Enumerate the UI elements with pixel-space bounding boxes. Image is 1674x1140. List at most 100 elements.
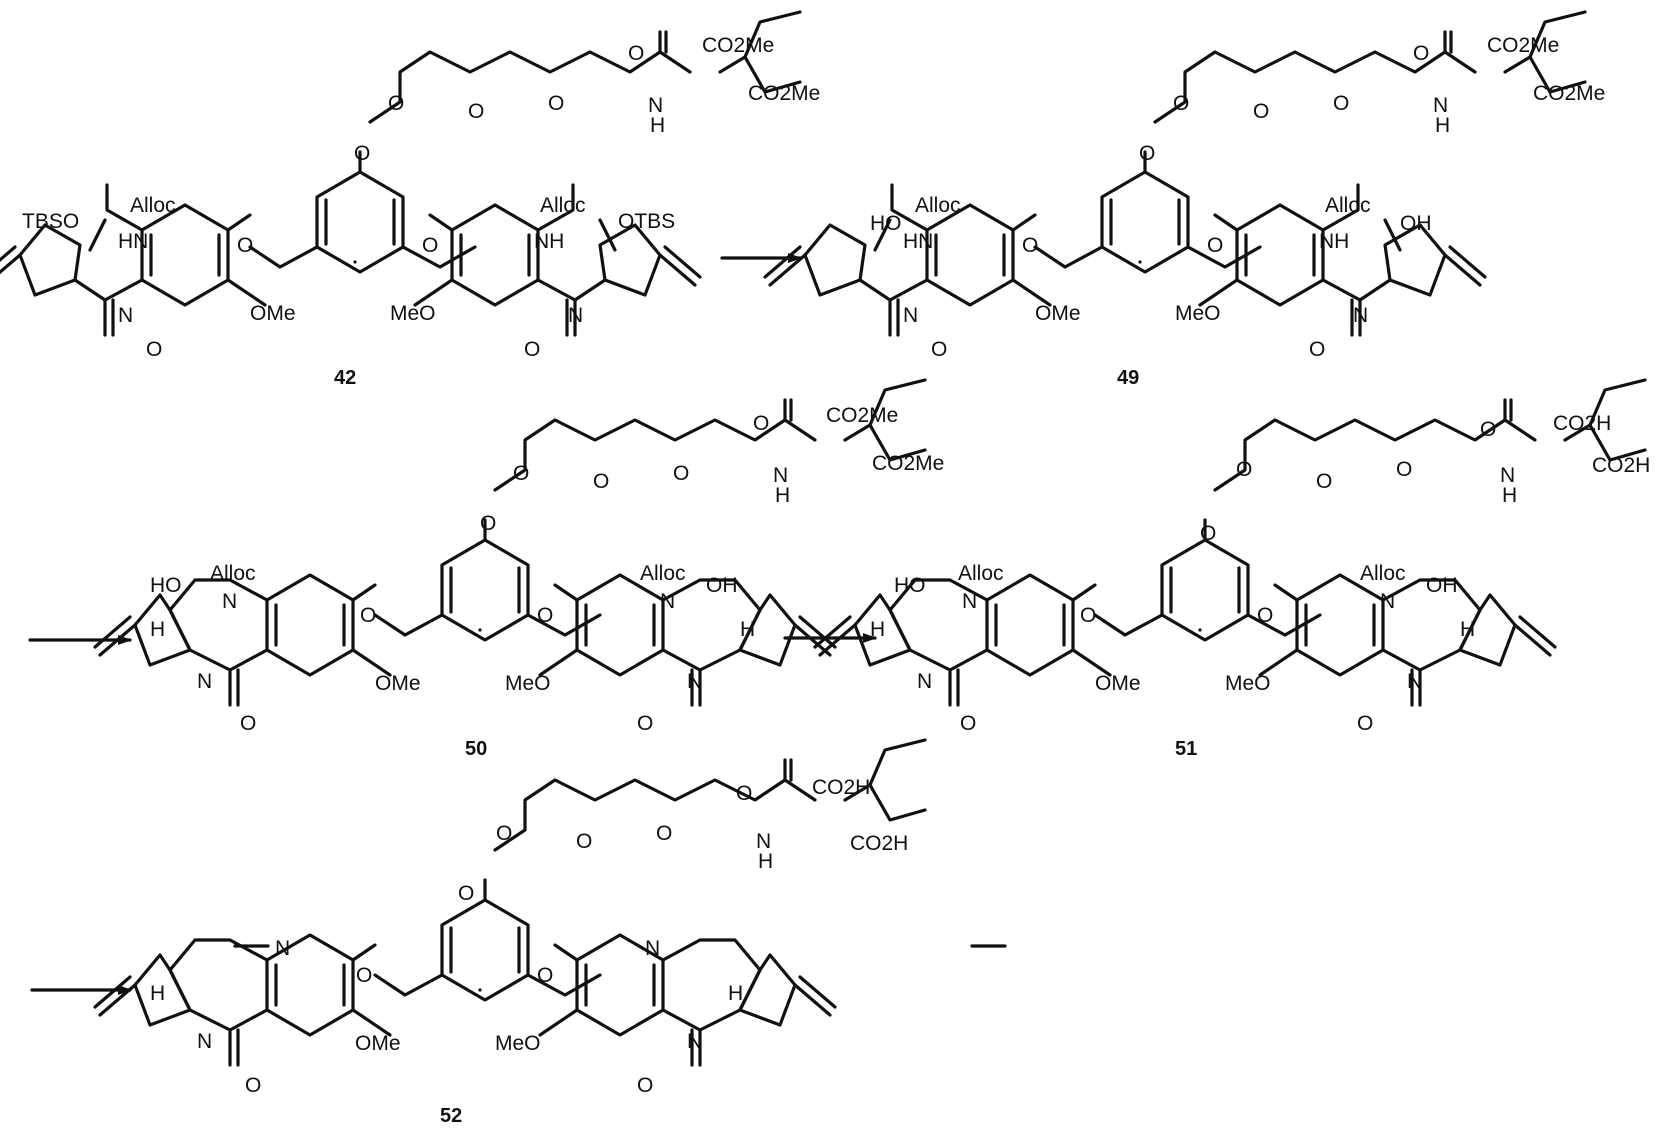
h-label: H [150,618,165,641]
meo-label: MeO [1175,302,1221,325]
compound-label-50: 50 [465,738,487,760]
h-label: H [758,850,773,873]
ome-label: OMe [355,1032,401,1055]
compound-49: O O O O O N H CO2Me CO2Me HO OH Alloc HN… [765,12,1605,389]
h-label: H [1435,114,1450,137]
o-label: O [480,512,496,535]
compound-label-42: 42 [334,367,356,389]
o-label: O [356,964,372,987]
n-label: N [1380,590,1395,613]
o-label: O [1253,100,1269,123]
ome-label: OMe [375,672,421,695]
o-label: O [354,142,370,165]
o-label: O [240,712,256,735]
h-label: H [870,618,885,641]
o-label: O [1257,604,1273,627]
o-label: O [753,412,769,435]
o-label: O [496,822,512,845]
h-label: H [728,982,743,1005]
ho-label: HO [870,212,902,235]
alloc-label: Alloc [1360,562,1406,585]
o-label: O [1173,92,1189,115]
alloc-label: Alloc [130,194,176,217]
o-label: O [593,470,609,493]
h-label: H [740,618,755,641]
co2me-label: CO2Me [702,34,774,57]
o-label: O [960,712,976,735]
o-label: O [931,338,947,361]
o-label: O [1200,522,1216,545]
meo-label: MeO [505,672,551,695]
compound-52: O O O O O N H CO2H CO2H N N H H O O OMe … [95,740,1005,1127]
h-label: H [150,982,165,1005]
o-label: O [1139,142,1155,165]
alloc-label: Alloc [958,562,1004,585]
n-label: N [568,304,583,327]
compound-label-51: 51 [1175,738,1197,760]
co2h-label: CO2H [1553,412,1611,435]
o-label: O [1333,92,1349,115]
co2me-label: CO2Me [826,404,898,427]
tbso-label: TBSO [22,210,79,233]
o-label: O [524,338,540,361]
o-label: O [628,42,644,65]
n-label: N [275,937,290,960]
o-label: O [237,234,253,257]
ho-label: HO [150,574,182,597]
o-label: O [458,882,474,905]
o-label: O [1413,42,1429,65]
co2me-label: CO2Me [748,82,820,105]
o-label: O [1080,604,1096,627]
n-label: N [687,670,702,693]
n-label: N [197,1030,212,1053]
compound-42: O O O O O N H CO2Me CO2Me TBSO OTBS Allo… [0,12,820,389]
h-label: H [1502,484,1517,507]
o-label: O [1396,458,1412,481]
o-label: O [673,462,689,485]
co2me-label: CO2Me [872,452,944,475]
meo-label: MeO [1225,672,1271,695]
co2me-label: CO2Me [1533,82,1605,105]
co2h-label: CO2H [1592,454,1650,477]
o-label: O [576,830,592,853]
meo-label: MeO [390,302,436,325]
nh-label: NH [1319,230,1349,253]
o-label: O [1207,234,1223,257]
compound-label-52: 52 [440,1105,462,1127]
n-label: N [962,590,977,613]
o-label: O [736,782,752,805]
o-label: O [1022,234,1038,257]
o-label: O [245,1074,261,1097]
alloc-label: Alloc [210,562,256,585]
o-label: O [1316,470,1332,493]
o-label: O [1236,458,1252,481]
o-label: O [146,338,162,361]
otbs-label: OTBS [618,210,675,233]
o-label: O [548,92,564,115]
hn-label: HN [118,230,148,253]
n-label: N [660,590,675,613]
o-label: O [1480,418,1496,441]
o-label: O [468,100,484,123]
compound-51: O O O O O N H CO2H CO2H H O Alloc N Alloc… [815,380,1650,760]
o-label: O [422,234,438,257]
o-label: O [537,604,553,627]
o-label: O [360,604,376,627]
n-label: N [645,937,660,960]
ome-label: OMe [1095,672,1141,695]
alloc-label: Alloc [915,194,961,217]
o-label: O [513,462,529,485]
n-label: N [222,590,237,613]
co2h-label: CO2H [850,832,908,855]
compound-label-49: 49 [1117,367,1139,389]
n-label: N [1407,670,1422,693]
compound-50: O O O O O N H CO2Me CO2Me HO Alloc N All… [95,380,944,760]
o-label: O [388,92,404,115]
n-label: N [903,304,918,327]
o-label: O [656,822,672,845]
o-label: O [1357,712,1373,735]
h-label: H [650,114,665,137]
h-label: H [1460,618,1475,641]
oh-label: OH [706,574,738,597]
meo-label: MeO [495,1032,541,1055]
